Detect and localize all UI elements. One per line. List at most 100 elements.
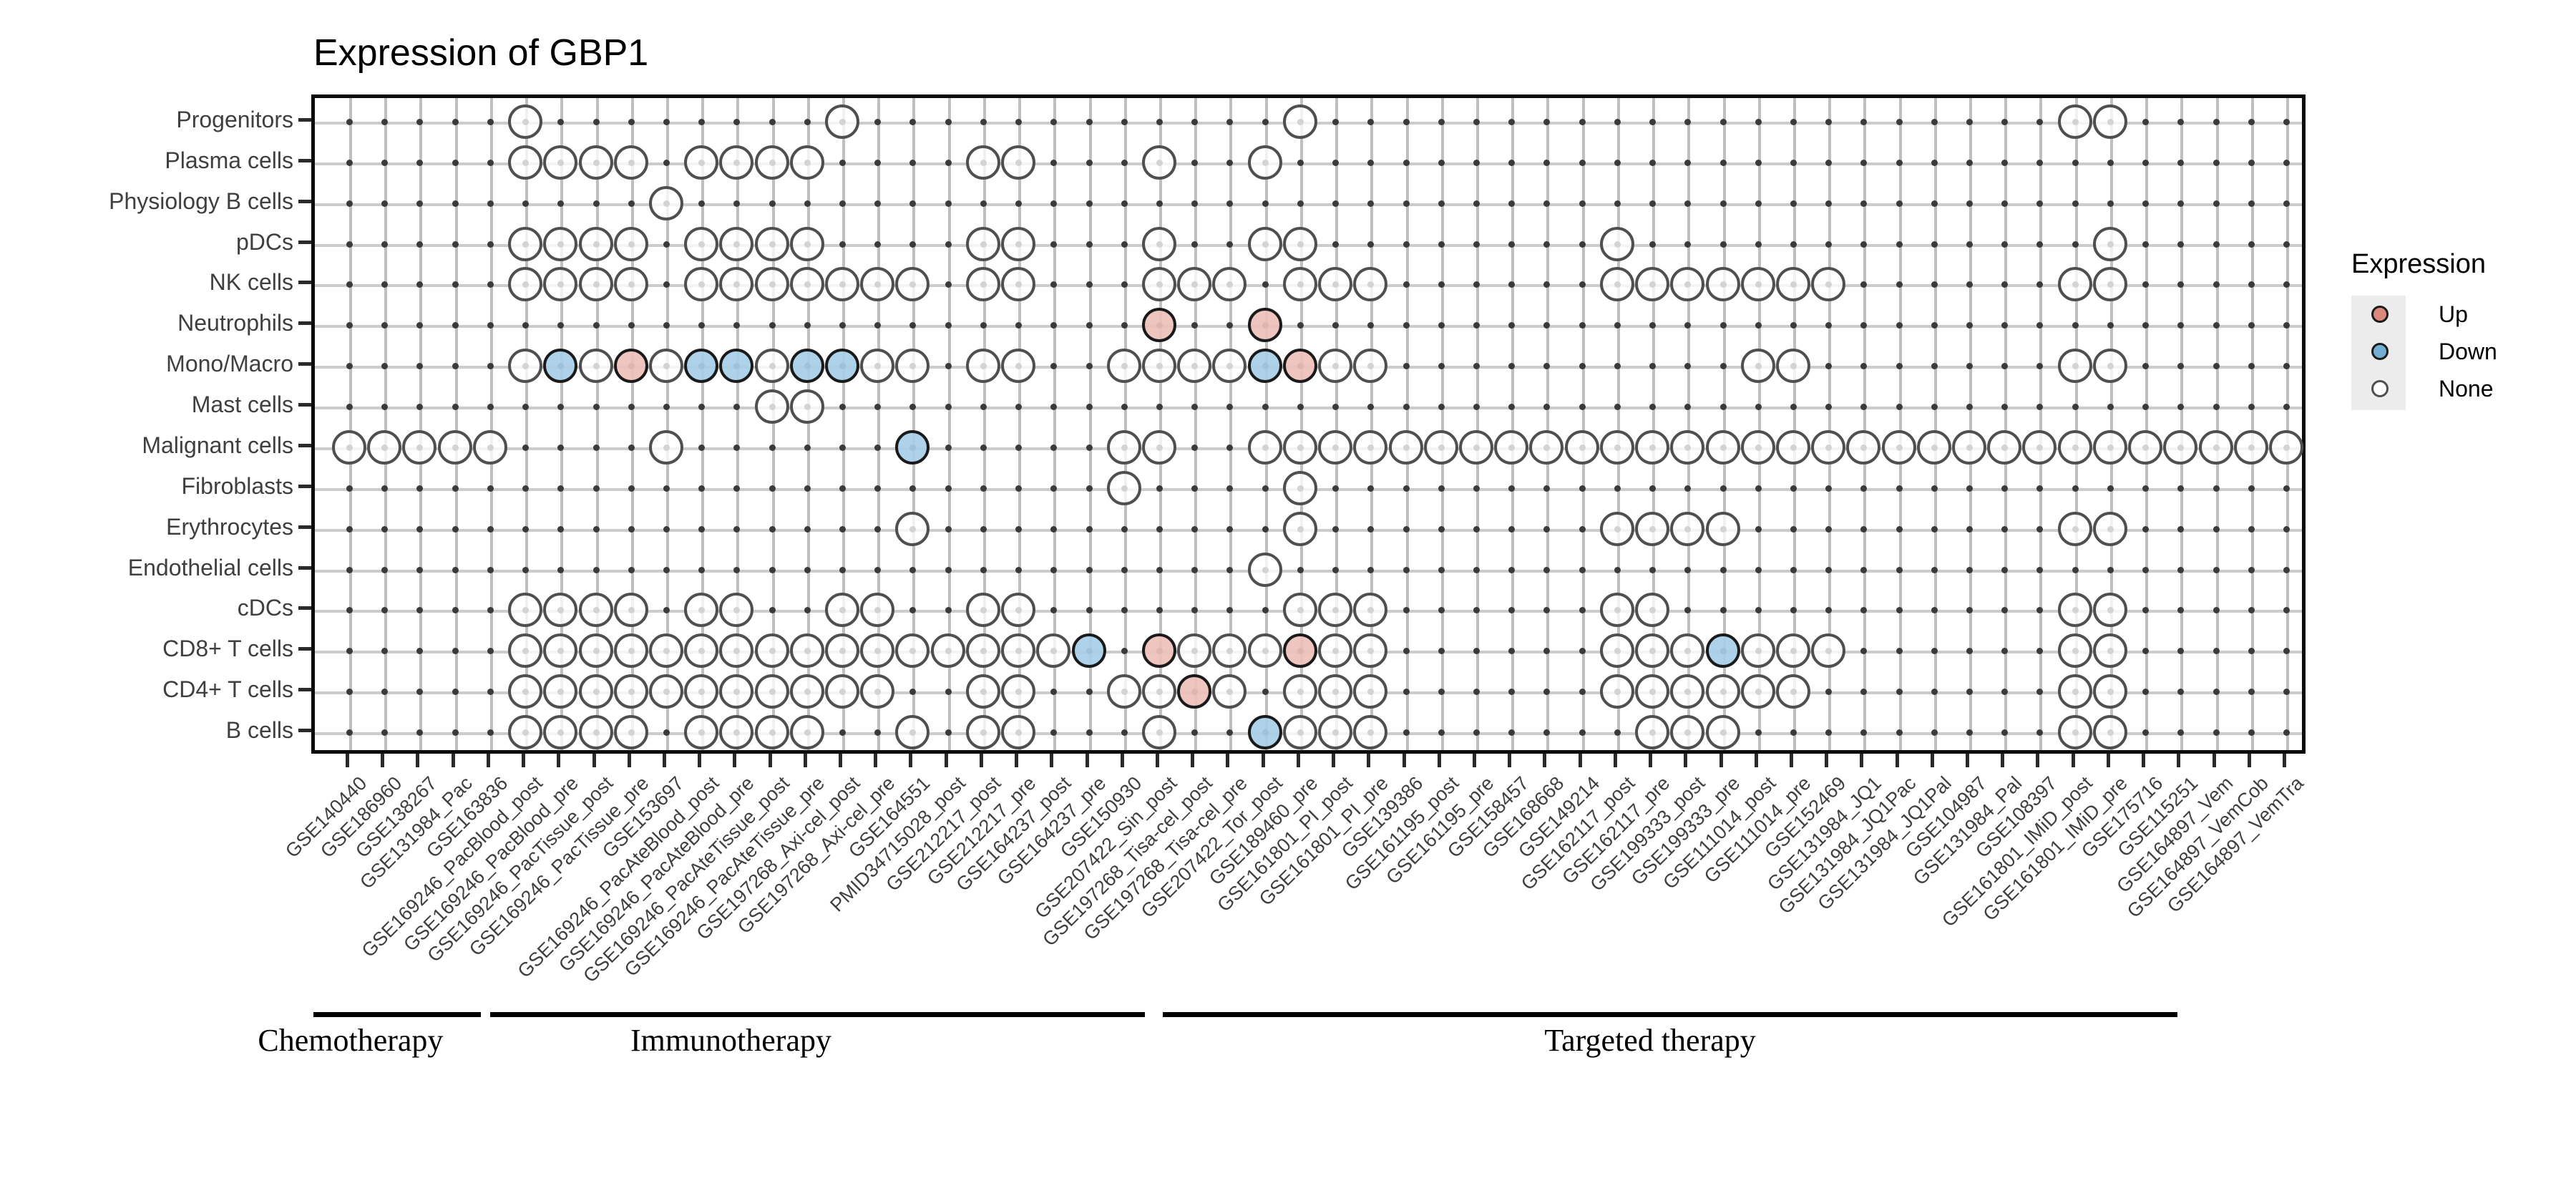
expression-dot-none: [2092, 633, 2127, 669]
grid-intersection-dot: [1825, 404, 1833, 411]
grid-intersection-dot: [2107, 485, 2114, 492]
expression-dot-none: [648, 185, 683, 220]
grid-intersection-dot: [346, 363, 353, 370]
grid-intersection-dot: [1438, 404, 1445, 411]
expression-dot-none: [543, 633, 578, 669]
grid-intersection-dot: [663, 240, 670, 248]
grid-intersection-dot: [2248, 281, 2255, 288]
grid-intersection-dot: [1402, 159, 1410, 166]
grid-intersection-dot: [381, 159, 389, 166]
expression-dot-none: [825, 267, 860, 302]
grid-intersection-dot: [346, 240, 353, 248]
grid-intersection-dot: [1402, 240, 1410, 248]
expression-dot-none: [1635, 267, 1670, 302]
y-axis-tick: [298, 525, 311, 529]
grid-intersection-dot: [2283, 689, 2290, 696]
expression-dot-none: [1740, 349, 1775, 384]
grid-intersection-dot: [839, 485, 847, 492]
grid-intersection-dot: [1614, 159, 1621, 166]
grid-intersection-dot: [628, 444, 635, 451]
grid-intersection-dot: [1931, 281, 1938, 288]
grid-intersection-dot: [1050, 240, 1058, 248]
grid-intersection-dot: [1085, 240, 1093, 248]
grid-intersection-dot: [2212, 689, 2220, 696]
grid-intersection-dot: [663, 729, 670, 737]
grid-intersection-dot: [487, 566, 494, 573]
grid-intersection-dot: [2001, 119, 2009, 125]
grid-intersection-dot: [1931, 729, 1938, 737]
grid-intersection-dot: [1790, 525, 1797, 533]
therapy-bracket: [313, 1012, 482, 1017]
expression-dot-none: [1670, 267, 1705, 302]
expression-dot-none: [578, 593, 613, 628]
x-axis-tick: [909, 754, 913, 767]
grid-intersection-dot: [2072, 566, 2079, 573]
expression-dot-none: [508, 226, 543, 261]
grid-intersection-dot: [1085, 200, 1093, 207]
x-axis-tick: [381, 754, 385, 767]
grid-intersection-dot: [1473, 240, 1480, 248]
grid-line-vertical: [1898, 98, 1902, 750]
grid-intersection-dot: [557, 566, 565, 573]
x-axis-tick: [522, 754, 526, 767]
grid-intersection-dot: [1614, 200, 1621, 207]
grid-intersection-dot: [452, 159, 459, 166]
x-axis-tick: [486, 754, 490, 767]
grid-intersection-dot: [1438, 525, 1445, 533]
grid-intersection-dot: [804, 119, 811, 125]
grid-intersection-dot: [1931, 159, 1938, 166]
grid-intersection-dot: [1790, 240, 1797, 248]
expression-dot-none: [1564, 429, 1599, 465]
grid-intersection-dot: [452, 648, 459, 655]
grid-intersection-dot: [1438, 159, 1445, 166]
expression-dot-none: [2057, 105, 2092, 139]
y-axis-tick: [298, 565, 311, 570]
grid-intersection-dot: [1579, 363, 1586, 370]
grid-intersection-dot: [698, 119, 706, 125]
grid-intersection-dot: [1966, 322, 1974, 329]
x-axis-tick: [803, 754, 807, 767]
grid-intersection-dot: [2001, 363, 2009, 370]
grid-intersection-dot: [909, 322, 917, 329]
grid-intersection-dot: [487, 363, 494, 370]
y-axis-tick: [298, 118, 311, 122]
grid-intersection-dot: [804, 566, 811, 573]
x-axis-tick: [1226, 754, 1230, 767]
expression-dot-none: [1599, 267, 1634, 302]
grid-intersection-dot: [452, 729, 459, 737]
grid-intersection-dot: [980, 444, 987, 451]
grid-intersection-dot: [909, 119, 917, 125]
expression-dot-none: [1247, 226, 1282, 261]
grid-line-vertical: [1264, 98, 1268, 750]
grid-intersection-dot: [2036, 729, 2044, 737]
grid-intersection-dot: [1614, 485, 1621, 492]
grid-intersection-dot: [1860, 648, 1868, 655]
grid-intersection-dot: [1085, 525, 1093, 533]
grid-intersection-dot: [2248, 240, 2255, 248]
grid-intersection-dot: [2072, 404, 2079, 411]
x-axis-tick: [2142, 754, 2146, 767]
expression-dot-none: [1001, 674, 1036, 709]
grid-intersection-dot: [487, 607, 494, 614]
grid-intersection-dot: [2283, 363, 2290, 370]
grid-intersection-dot: [698, 404, 706, 411]
grid-intersection-dot: [1085, 444, 1093, 451]
expression-dot-none: [613, 633, 648, 669]
grid-intersection-dot: [909, 485, 917, 492]
grid-intersection-dot: [663, 322, 670, 329]
grid-intersection-dot: [945, 240, 952, 248]
expression-dot-none: [1318, 593, 1353, 628]
grid-intersection-dot: [2177, 485, 2185, 492]
grid-intersection-dot: [769, 444, 776, 451]
expression-dot-none: [1142, 145, 1176, 180]
grid-intersection-dot: [1790, 119, 1797, 125]
grid-intersection-dot: [1860, 200, 1868, 207]
grid-line-vertical: [1405, 98, 1409, 750]
expression-dot-none: [1775, 674, 1810, 709]
grid-intersection-dot: [1896, 485, 1903, 492]
grid-intersection-dot: [1896, 566, 1903, 573]
expression-dot-none: [613, 226, 648, 261]
grid-intersection-dot: [1367, 240, 1375, 248]
grid-intersection-dot: [769, 485, 776, 492]
expression-dot-none: [648, 633, 683, 669]
